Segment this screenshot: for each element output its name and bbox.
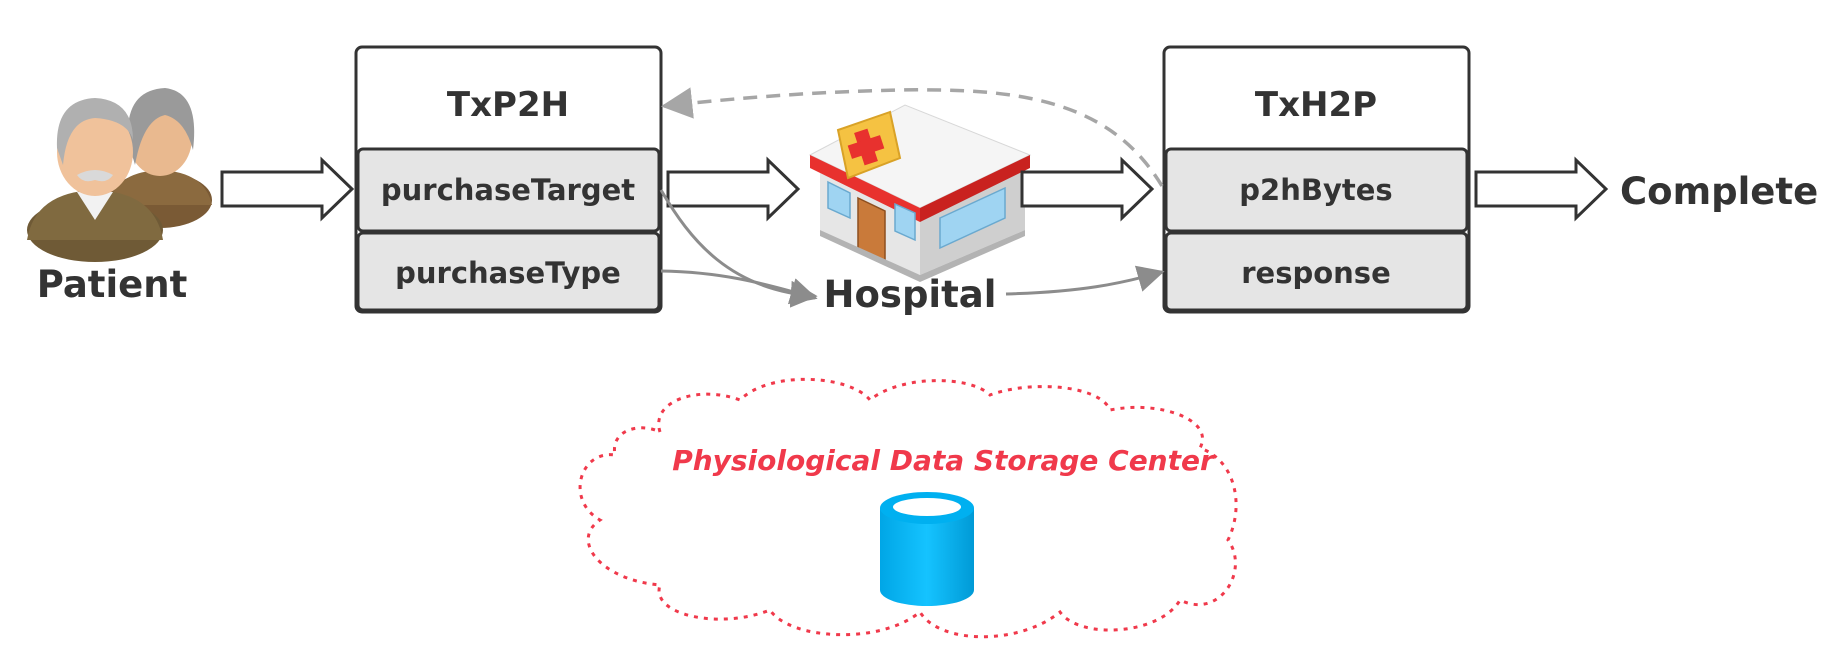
txh2p-field-p2hbytes [1164,147,1469,233]
patient-label: Patient [37,263,188,306]
storage-cloud-outline [578,377,1238,639]
txh2p-field-response [1164,231,1469,312]
txp2h-field-label: purchaseType [395,256,621,290]
txh2p-title: TxH2P [1255,85,1377,125]
txh2p-field-label: response [1241,256,1391,290]
storage-label: Physiological Data Storage Center [672,444,1216,477]
connector-purchasetype-to-hospital [660,269,818,305]
database-cylinder-icon [880,492,974,606]
hospital-label: Hospital [824,273,997,316]
txp2h-title: TxP2H [447,85,569,125]
connector-purchasetarget-to-hospital [659,189,818,308]
txp2h-transaction-box: TxP2H purchaseTarget purchaseType [354,45,663,314]
arrow-patient-to-txp2h [220,156,355,222]
txp2h-field-purchasetarget [356,147,661,233]
arrow-hospital-to-txh2p [1020,156,1155,222]
txh2p-transaction-box: TxH2P p2hBytes response [1162,45,1471,314]
txh2p-field-label: p2hBytes [1239,173,1392,207]
dashed-connector-p2hbytes-to-txp2h [660,87,1164,187]
hospital-icon [808,104,1032,282]
connector-hospital-to-response [1005,265,1165,296]
arrow-txh2p-to-complete [1474,156,1609,222]
patient-icon [27,88,212,262]
complete-label: Complete [1620,170,1818,213]
txp2h-field-purchasetype [356,231,661,312]
arrow-txp2h-to-hospital [666,156,801,222]
txp2h-field-label: purchaseTarget [381,173,635,207]
